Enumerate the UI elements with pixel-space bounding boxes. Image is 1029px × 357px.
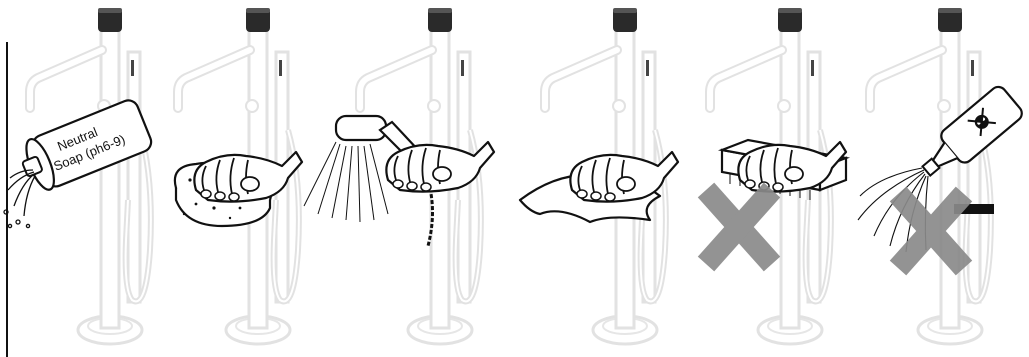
step-harsh-chemicals [858,8,1025,344]
step-abrasive-brush [706,8,846,344]
water-spray [304,142,388,222]
step-soft-sponge [175,8,302,344]
forbidden-cross [706,190,772,264]
step-rinse-with-water [304,8,494,344]
step-neutral-soap: Neutral Soap (ph6-9) [4,8,154,344]
soap-spray [4,170,35,228]
step-dry-with-cloth [520,8,678,344]
